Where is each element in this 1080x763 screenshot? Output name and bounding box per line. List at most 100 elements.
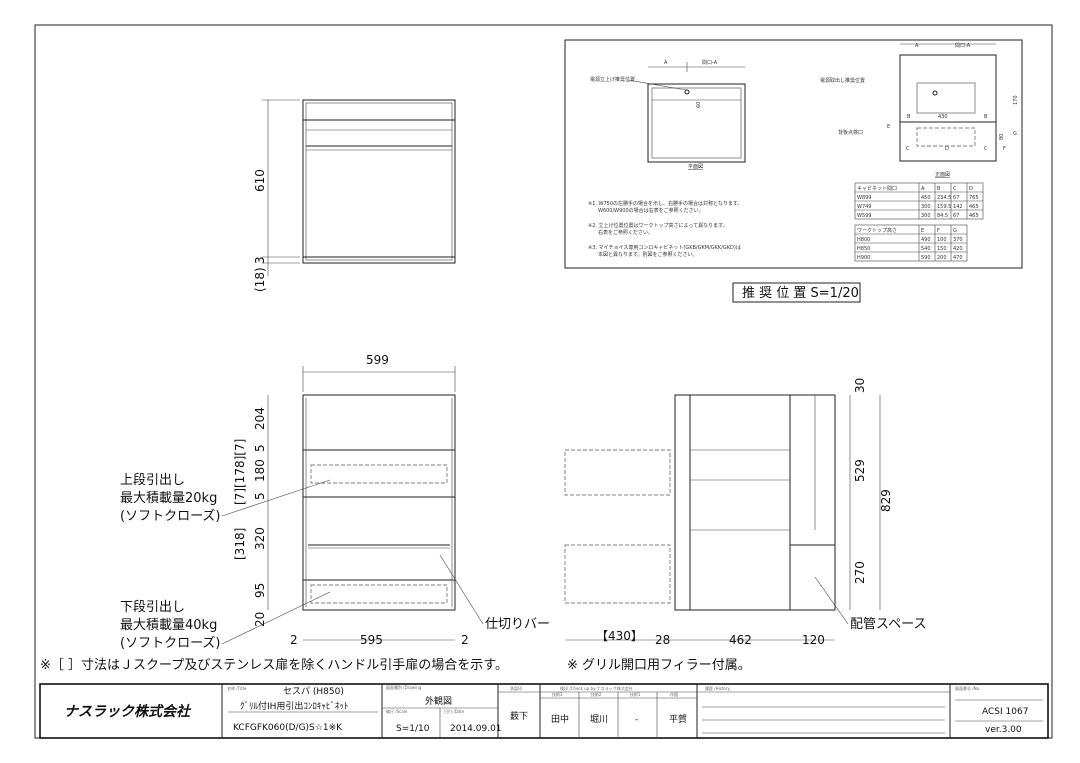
svg-text:180: 180 [253, 459, 267, 482]
table-cell: H850 [857, 246, 870, 252]
svg-text:【430】: 【430】 [596, 629, 643, 643]
svg-text:120: 120 [802, 633, 825, 647]
table-cell: 159.5 [937, 204, 951, 210]
inset-caption: 推 奨 位 置 S=1/20 [742, 286, 859, 301]
svg-text:B: B [907, 114, 911, 120]
top-view: 610 3 (18) [253, 99, 456, 292]
svg-text:平賀: 平賀 [669, 713, 687, 725]
svg-text:最大積載量20kg: 最大積載量20kg [120, 491, 217, 506]
table-cell: 300 [921, 204, 931, 210]
svg-text:履歴 /History: 履歴 /History [705, 685, 730, 691]
svg-text:セスパ (H850): セスパ (H850) [283, 686, 344, 697]
cabinet-width-table: キャビネット間口W899W749W599A450300300B234.5159.… [854, 182, 984, 220]
svg-text:A: A [664, 60, 668, 66]
worktop-height-table: ワークトップ高さH800H850H900E490540590F100150200… [854, 224, 968, 262]
svg-text:田中: 田中 [551, 713, 569, 725]
svg-text:F: F [1003, 146, 1006, 152]
table-cell: 465 [969, 204, 979, 210]
table-cell: W749 [857, 204, 872, 210]
front-view: 599 204 5 180 5 320 95 20 [7][178][7] [3… [120, 353, 550, 651]
svg-text:配管スペース: 配管スペース [850, 617, 926, 632]
table-cell: D [969, 186, 973, 192]
svg-text:KCFGFK060(D/G)S☆1※K: KCFGFK060(D/G)S☆1※K [233, 723, 343, 733]
svg-text:図面番号 /No.: 図面番号 /No. [955, 685, 980, 691]
table-cell: H900 [857, 255, 870, 261]
side-view: 30 529 829 270 【430】 28 462 120 配管スペース [564, 378, 926, 647]
svg-text:A: A [915, 43, 919, 49]
svg-text:S=1/10: S=1/10 [396, 724, 430, 734]
svg-text:170: 170 [1013, 95, 1019, 105]
table-cell: 100 [937, 237, 947, 243]
svg-text:(ソフトクローズ): (ソフトクローズ) [120, 508, 221, 524]
svg-text:[318]: [318] [233, 528, 247, 560]
table-cell: 540 [921, 246, 931, 252]
svg-text:仕切りバー: 仕切りバー [485, 617, 550, 632]
svg-text:430: 430 [938, 114, 948, 120]
svg-text:作図: 作図 [670, 691, 678, 697]
table-cell: W899 [857, 195, 872, 201]
svg-text:技術2: 技術2 [591, 691, 602, 697]
svg-text:間口-A: 間口-A [955, 43, 971, 49]
svg-text:20: 20 [253, 612, 267, 627]
table-cell: 470 [953, 255, 963, 261]
title-block: ナスラック株式会社 名称 /Title セスパ (H850) ｸﾞﾘﾙ付IH用引… [39, 683, 1049, 739]
table-cell: 590 [921, 255, 931, 261]
svg-text:平面図: 平面図 [688, 164, 703, 170]
svg-text:320: 320 [253, 527, 267, 550]
svg-text:95: 95 [253, 583, 267, 598]
table-cell: 67 [953, 213, 959, 219]
table-cell: F [937, 228, 940, 234]
svg-text:270: 270 [853, 561, 867, 584]
svg-text:上段引出し: 上段引出し [120, 473, 185, 488]
svg-text:E: E [887, 124, 890, 130]
svg-text:技術1: 技術1 [630, 691, 641, 697]
table-cell: ワークトップ高さ [857, 227, 897, 234]
svg-text:5: 5 [253, 492, 267, 500]
svg-text:ACSI 1067: ACSI 1067 [982, 707, 1028, 717]
svg-text:204: 204 [253, 407, 267, 430]
svg-text:名称 /Title: 名称 /Title [227, 685, 247, 691]
svg-text:B: B [984, 114, 988, 120]
table-cell: 490 [921, 237, 931, 243]
dim-3: 3 [253, 256, 267, 264]
svg-text:599: 599 [366, 353, 389, 367]
table-cell: A [921, 186, 925, 192]
svg-text:※1. W750の左勝手の場合を示し、右勝手の場合は対称とな: ※1. W750の左勝手の場合を示し、右勝手の場合は対称となります。 [588, 200, 742, 207]
svg-text:右表をご参照ください。: 右表をご参照ください。 [598, 229, 653, 236]
svg-text:C: C [984, 146, 988, 152]
table-cell: 420 [953, 246, 963, 252]
svg-text:[7][178][7]: [7][178][7] [233, 439, 247, 505]
table-cell: 465 [969, 213, 979, 219]
dim-18: (18) [253, 267, 267, 292]
table-cell: E [921, 228, 924, 234]
svg-text:図面種別 /Drawing: 図面種別 /Drawing [386, 684, 422, 690]
table-cell: 142 [953, 204, 963, 210]
table-cell: 150 [937, 246, 947, 252]
svg-text:30: 30 [853, 378, 867, 393]
svg-text:電源立上げ推奨位置: 電源立上げ推奨位置 [590, 76, 635, 83]
table-cell: B [937, 186, 941, 192]
note-left: ※［ ］寸法はＪスクープ及びステンレス扉を除くハンドル引手扉の場合を示す。 [40, 657, 508, 673]
svg-text:28: 28 [655, 633, 670, 647]
svg-text:829: 829 [879, 489, 893, 512]
company-logo: ナスラック株式会社 [64, 703, 192, 720]
table-cell: 67 [953, 195, 959, 201]
svg-text:595: 595 [360, 633, 383, 647]
svg-text:2014.09.01: 2014.09.01 [450, 724, 502, 734]
table-cell: 450 [921, 195, 931, 201]
svg-text:検印 /Check up by ナスラック株式会社: 検印 /Check up by ナスラック株式会社 [560, 685, 633, 691]
svg-text:5: 5 [253, 444, 267, 452]
svg-text:ｸﾞﾘﾙ付IH用引出ｺﾝﾛｷｬﾋﾞﾈｯﾄ: ｸﾞﾘﾙ付IH用引出ｺﾝﾛｷｬﾋﾞﾈｯﾄ [240, 700, 348, 712]
svg-text:529: 529 [853, 459, 867, 482]
svg-text:C: C [906, 146, 910, 152]
svg-text:60: 60 [696, 102, 702, 108]
svg-text:※2. 立上げ位置位置はワークトップ高さによって異なります。: ※2. 立上げ位置位置はワークトップ高さによって異なります。 [588, 222, 728, 229]
note-right: ※ グリル開口用フィラー付属。 [567, 658, 751, 673]
svg-text:電源取出し推奨位置: 電源取出し推奨位置 [820, 77, 865, 84]
svg-text:日付 /Date: 日付 /Date [444, 708, 465, 714]
svg-text:堀川: 堀川 [590, 714, 608, 725]
svg-text:間口-A: 間口-A [702, 60, 718, 66]
table-cell: G [953, 228, 957, 234]
svg-text:W600/W900の場合は右表をご参照ください。: W600/W900の場合は右表をご参照ください。 [598, 207, 704, 214]
